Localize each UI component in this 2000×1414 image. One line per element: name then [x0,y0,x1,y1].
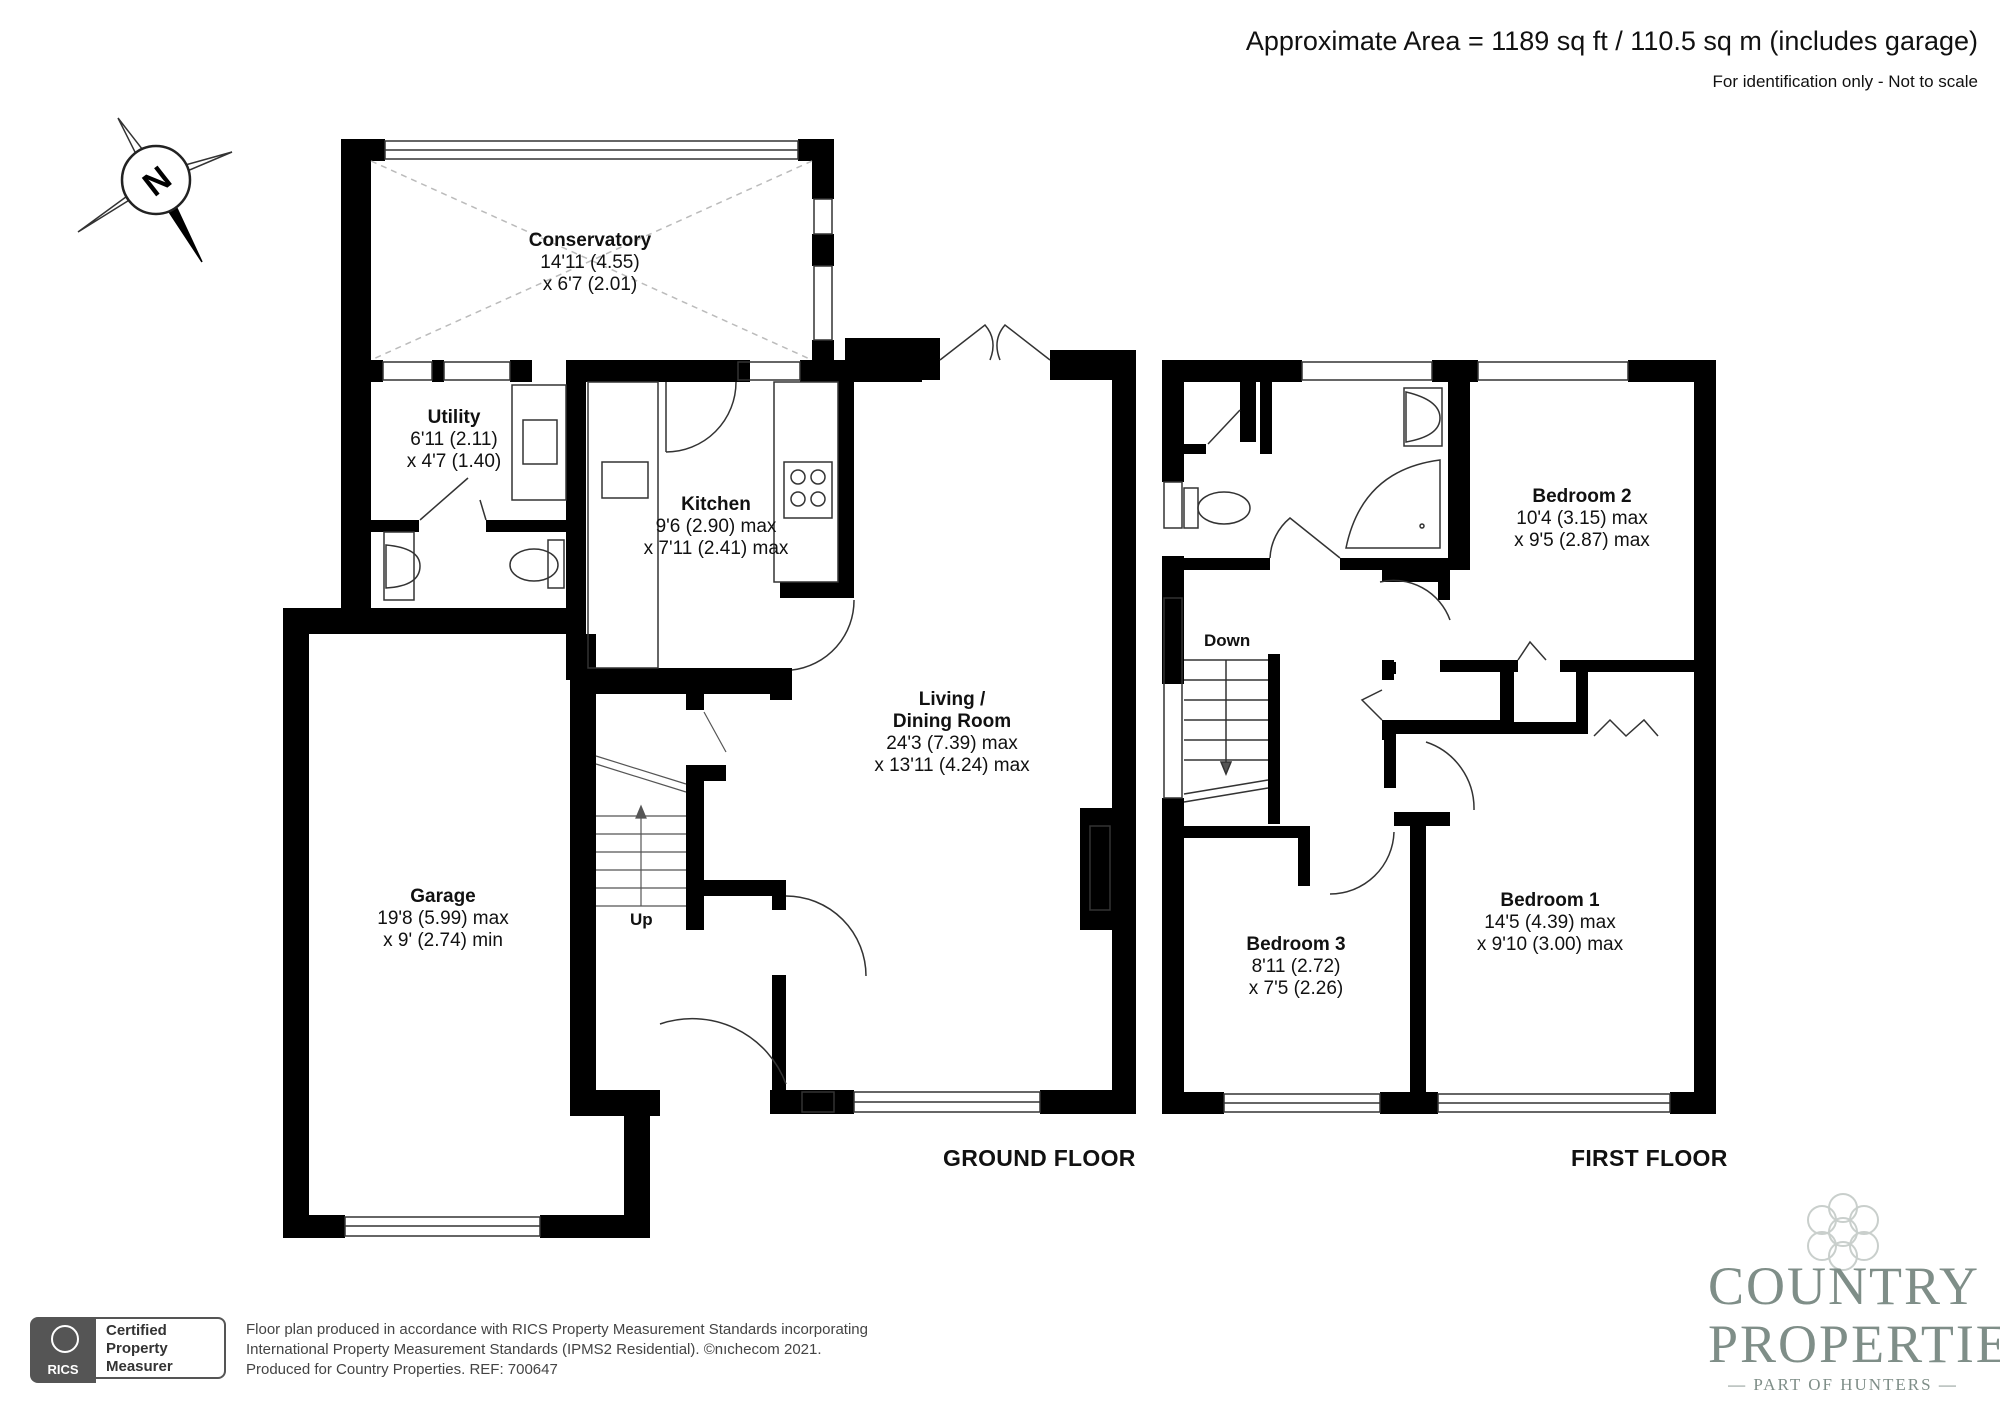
room-name: Garage [410,886,476,907]
room-dimension: 9'6 (2.90) max [655,516,777,537]
badge-line: Property [106,1340,168,1357]
rics-logo-text: RICS [47,1362,79,1377]
room-living-dining: Living / Dining Room 24'3 (7.39) max x 1… [874,689,1029,777]
stairs-down-label: Down [1204,631,1251,650]
compass-icon: N [77,117,233,263]
badge-line: Certified [106,1322,167,1339]
garage-door [344,1216,541,1237]
certified-measurer-text: Certified Property Measurer [96,1317,226,1379]
stairs-up-label: Up [630,910,653,929]
room-name: Conservatory [528,230,652,251]
footer-note: Floor plan produced in accordance with R… [246,1320,868,1380]
room-bedroom-3: Bedroom 3 8'11 (2.72) x 7'5 (2.26) [1246,934,1345,1000]
room-conservatory: Conservatory 14'11 (4.55) x 6'7 (2.01) [529,230,652,296]
room-dimension: 14'11 (4.55) [540,252,640,273]
scale-note: For identification only - Not to scale [1712,72,1978,91]
room-dimension: x 6'7 (2.01) [542,274,638,295]
conservatory-roof-lines [370,160,813,361]
room-name-line2: Dining Room [892,711,1012,732]
room-dimension: x 7'5 (2.26) [1248,978,1344,999]
room-dimension: x 13'11 (4.24) max [874,755,1030,776]
kitchen-fixtures [587,361,855,671]
footer-line: International Property Measurement Stand… [246,1341,822,1358]
room-dimension: 10'4 (3.15) max [1516,508,1648,529]
ground-stairs [595,711,727,907]
ground-floor-label: GROUND FLOOR [943,1145,1136,1171]
brand-line-2: PROPERTIES [1708,1314,2000,1374]
conservatory-glazing [384,140,833,341]
footer-line: Floor plan produced in accordance with R… [246,1321,868,1338]
utility-fixtures [382,361,567,601]
room-name: Kitchen [681,494,751,515]
room-name: Bedroom 2 [1532,486,1632,507]
room-dimension: 19'8 (5.99) max [377,908,509,929]
brand-flower-icon [1807,1193,1879,1271]
room-name: Bedroom 3 [1246,934,1346,955]
room-dimension: 14'5 (4.39) max [1484,912,1616,933]
room-utility: Utility 6'11 (2.11) x 4'7 (1.40) [407,407,501,473]
room-dimension: 8'11 (2.72) [1251,956,1341,977]
room-name: Bedroom 1 [1500,890,1600,911]
room-dimension: x 9' (2.74) min [383,930,503,951]
room-dimension: x 9'10 (3.00) max [1476,934,1624,955]
first-floor-fixtures [1163,361,1671,1113]
room-garage: Garage 19'8 (5.99) max x 9' (2.74) min [377,886,508,952]
footer-line: Produced for Country Properties. REF: 70… [246,1361,558,1378]
first-floor-walls [1162,360,1716,1114]
brand-line-3: — PART OF HUNTERS — [1728,1375,1958,1394]
approximate-area: Approximate Area = 1189 sq ft / 110.5 sq… [1245,26,1978,56]
ground-floor-walls [283,139,1136,1238]
rics-logo: RICS [30,1317,96,1383]
room-bedroom-2: Bedroom 2 10'4 (3.15) max x 9'5 (2.87) m… [1514,486,1650,552]
room-dimension: x 7'11 (2.41) max [643,538,789,559]
room-dimension: x 4'7 (1.40) [406,451,502,472]
badge-line: Measurer [106,1358,173,1375]
room-kitchen: Kitchen 9'6 (2.90) max x 7'11 (2.41) max [644,494,789,560]
room-dimension: 24'3 (7.39) max [886,733,1018,754]
room-name: Utility [427,407,481,428]
rics-certified-badge: RICS Certified Property Measurer [30,1317,230,1383]
room-dimension: 6'11 (2.11) [410,429,498,450]
brand-line-1: COUNTRY [1708,1256,1981,1316]
living-fixtures [659,323,1111,1113]
room-name: Living / [918,689,986,710]
first-floor-label: FIRST FLOOR [1571,1145,1728,1171]
room-bedroom-1: Bedroom 1 14'5 (4.39) max x 9'10 (3.00) … [1477,890,1623,956]
lion-icon [51,1325,79,1353]
room-dimension: x 9'5 (2.87) max [1514,530,1650,551]
